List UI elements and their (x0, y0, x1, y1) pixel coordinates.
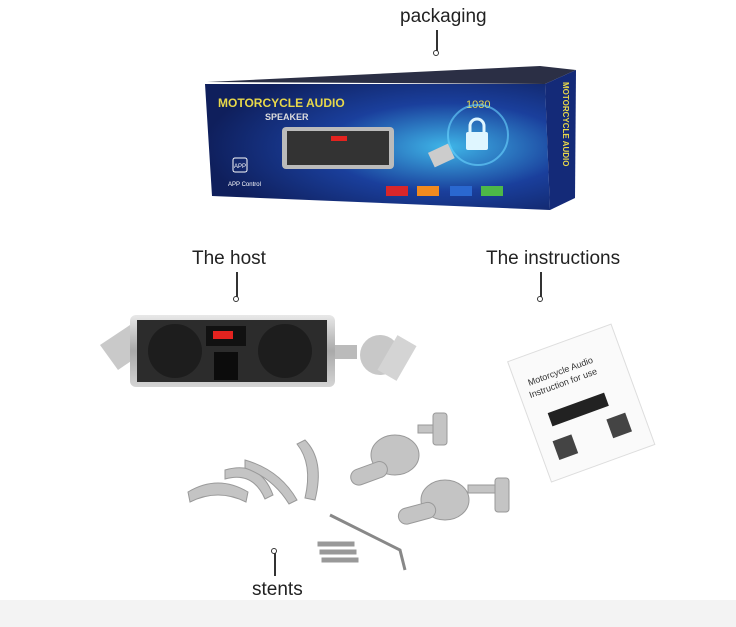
pointer-packaging (433, 30, 439, 56)
instruction-manual: Motorcycle Audio Instruction for use (507, 323, 656, 483)
bottom-strip (0, 600, 736, 627)
clamp (244, 459, 298, 505)
box-side-title: MOTORCYCLE AUDIO (561, 82, 570, 166)
allen-wrench (329, 513, 407, 571)
mount-bracket (397, 477, 510, 525)
host-speaker (100, 315, 417, 387)
clamp (296, 439, 319, 501)
stents (187, 412, 510, 571)
packaging-box: MOTORCYCLE AUDIO SPEAKER 1030 MOTORCYCLE… (205, 66, 576, 210)
box-app-badge: APP (234, 164, 246, 170)
clamp (187, 482, 249, 503)
pointer-instructions (537, 272, 543, 302)
mount-bracket (350, 412, 448, 486)
label-stents: stents (252, 579, 303, 600)
screw (317, 541, 355, 547)
screw (321, 557, 359, 563)
screw (319, 549, 357, 555)
box-title: MOTORCYCLE AUDIO (218, 96, 345, 110)
pointer-stents (271, 548, 277, 576)
pointer-host (233, 272, 239, 302)
box-subtitle: SPEAKER (265, 112, 309, 122)
label-instructions: The instructions (486, 248, 621, 269)
label-host: The host (192, 248, 266, 269)
label-packaging: packaging (400, 6, 487, 27)
box-app-caption: APP Control (228, 182, 261, 188)
